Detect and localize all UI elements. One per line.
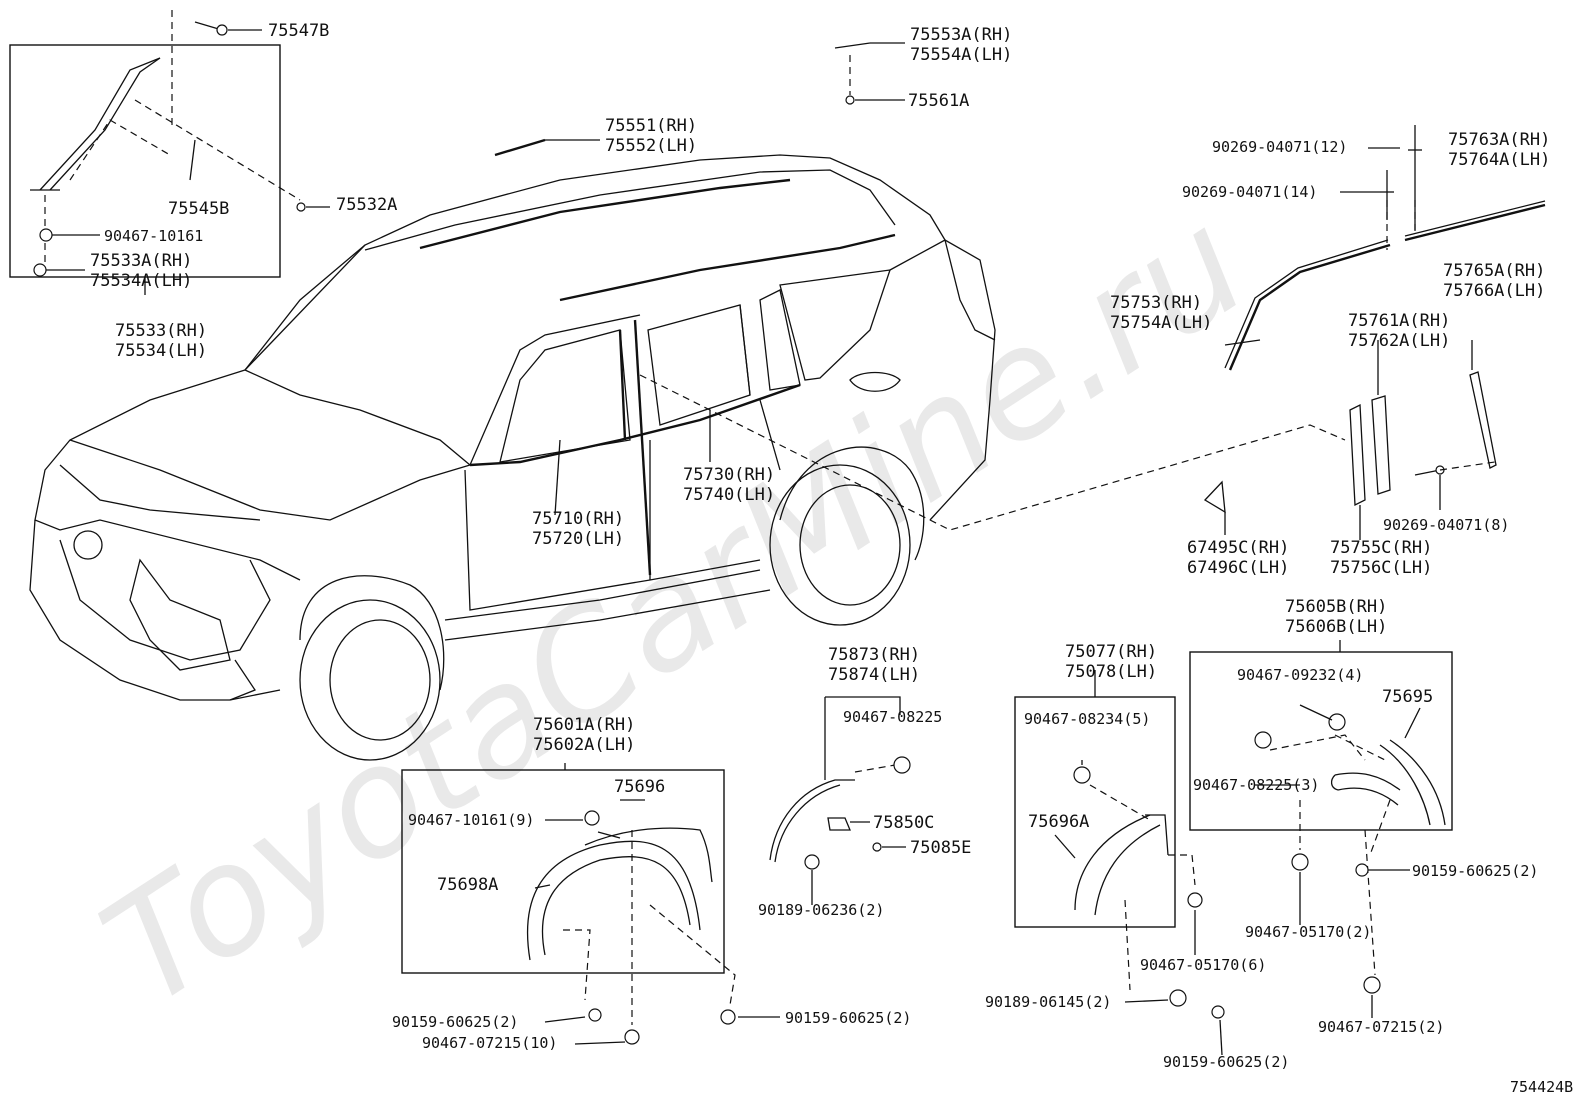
label-90269-14: 90269-04071(14) <box>1182 183 1317 201</box>
label-75552: 75552(LH) <box>605 136 697 156</box>
label-90159-60625-d: 90159-60625(2) <box>1163 1053 1289 1071</box>
label-75765A: 75765A(RH) <box>1443 261 1545 281</box>
label-75533A: 75533A(RH) <box>90 251 192 271</box>
label-75696: 75696 <box>614 777 665 797</box>
label-75561A: 75561A <box>908 91 969 111</box>
label-75533: 75533(RH) <box>115 321 207 341</box>
label-90467-08234: 90467-08234(5) <box>1024 710 1150 728</box>
label-75874: 75874(LH) <box>828 665 920 685</box>
label-90467-08225-3: 90467-08225(3) <box>1193 776 1319 794</box>
label-75710: 75710(RH) <box>532 509 624 529</box>
front-fender-flare-box <box>401 763 780 1045</box>
label-90467-10161: 90467-10161 <box>104 227 203 245</box>
label-67496C: 67496C(LH) <box>1187 558 1289 578</box>
label-90269-12: 90269-04071(12) <box>1212 138 1347 156</box>
watermark: ToyotaCarMine.ru <box>75 177 1275 1040</box>
label-75534A: 75534A(LH) <box>90 271 192 291</box>
label-75850C: 75850C <box>873 813 934 833</box>
label-90159-60625-c: 90159-60625(2) <box>1412 862 1538 880</box>
label-75766A: 75766A(LH) <box>1443 281 1545 301</box>
label-75553A: 75553A(RH) <box>910 25 1012 45</box>
part-labels: 75547B 75553A(RH) 75554A(LH) 75561A 7555… <box>90 21 1573 1096</box>
label-90189-06236: 90189-06236(2) <box>758 901 884 919</box>
label-75085E: 75085E <box>910 838 971 858</box>
label-75730: 75730(RH) <box>683 465 775 485</box>
label-75545B: 75545B <box>168 199 229 219</box>
small-parts-top <box>46 21 905 295</box>
label-75605B: 75605B(RH) <box>1285 597 1387 617</box>
rear-harness-parts <box>769 696 911 905</box>
label-90467-08225: 90467-08225 <box>843 708 942 726</box>
label-75740: 75740(LH) <box>683 485 775 505</box>
label-75601A: 75601A(RH) <box>533 715 635 735</box>
label-75077: 75077(RH) <box>1065 642 1157 662</box>
label-90467-10161-9: 90467-10161(9) <box>408 811 534 829</box>
label-90467-09232: 90467-09232(4) <box>1237 666 1363 684</box>
label-75698A: 75698A <box>437 875 498 895</box>
label-75695: 75695 <box>1382 687 1433 707</box>
label-75696A: 75696A <box>1028 812 1089 832</box>
label-75602A: 75602A(LH) <box>533 735 635 755</box>
label-75551: 75551(RH) <box>605 116 697 136</box>
label-75763A: 75763A(RH) <box>1448 130 1550 150</box>
label-90467-07215-10: 90467-07215(10) <box>422 1034 557 1052</box>
label-67495C: 67495C(RH) <box>1187 538 1289 558</box>
label-90159-60625-b: 90159-60625(2) <box>785 1009 911 1027</box>
label-90189-06145: 90189-06145(2) <box>985 993 1111 1011</box>
label-90467-05170-2: 90467-05170(2) <box>1245 923 1371 941</box>
quarter-moulding-box <box>1189 640 1453 1018</box>
label-75755C: 75755C(RH) <box>1330 538 1432 558</box>
label-75554A: 75554A(LH) <box>910 45 1012 65</box>
figure-code: 754424B <box>1510 1078 1573 1096</box>
rear-fender-flare-box <box>1014 670 1225 1056</box>
label-75753: 75753(RH) <box>1110 293 1202 313</box>
label-75754A: 75754A(LH) <box>1110 313 1212 333</box>
label-75761A: 75761A(RH) <box>1348 311 1450 331</box>
label-90467-05170-6: 90467-05170(6) <box>1140 956 1266 974</box>
label-75606B: 75606B(LH) <box>1285 617 1387 637</box>
label-75532A: 75532A <box>336 195 397 215</box>
label-90159-60625-a: 90159-60625(2) <box>392 1013 518 1031</box>
label-75873: 75873(RH) <box>828 645 920 665</box>
label-90269-8: 90269-04071(8) <box>1383 516 1509 534</box>
label-90467-07215-2: 90467-07215(2) <box>1318 1018 1444 1036</box>
label-75078: 75078(LH) <box>1065 662 1157 682</box>
rear-door-mouldings <box>639 125 1546 540</box>
label-75764A: 75764A(LH) <box>1448 150 1550 170</box>
vehicle-body-outline <box>29 154 996 761</box>
label-75756C: 75756C(LH) <box>1330 558 1432 578</box>
label-75534: 75534(LH) <box>115 341 207 361</box>
label-75720: 75720(LH) <box>532 529 624 549</box>
label-75547B: 75547B <box>268 21 329 41</box>
door-leaders <box>554 410 711 516</box>
label-75762A: 75762A(LH) <box>1348 331 1450 351</box>
